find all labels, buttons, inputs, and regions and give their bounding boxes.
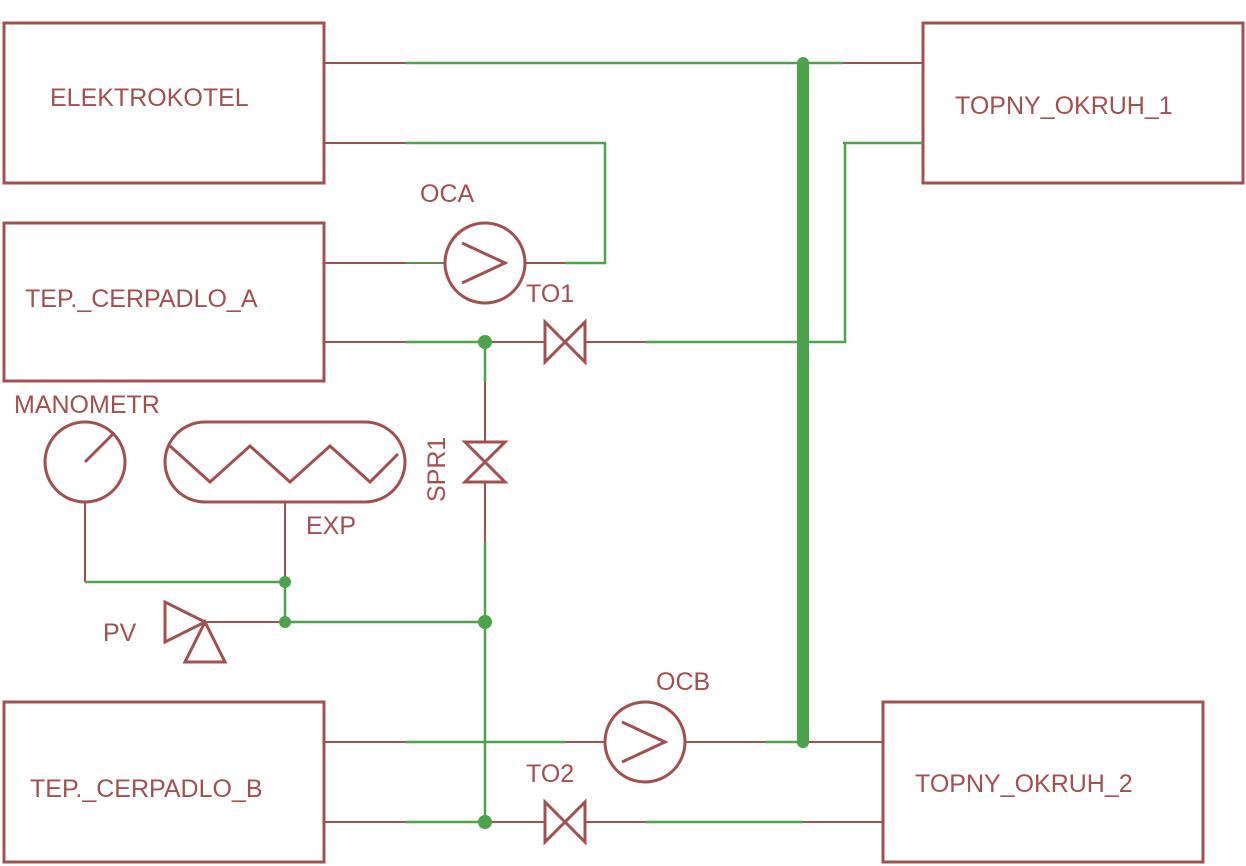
valve-to1-icon: TO1 xyxy=(526,280,587,366)
safety-valve-pv-icon: PV xyxy=(103,599,228,664)
topny-okruh-1-block: TOPNY_OKRUH_1 xyxy=(921,21,1245,185)
exp-label: EXP xyxy=(306,512,356,540)
junction-dot xyxy=(478,615,492,629)
topny-okruh-1-label: TOPNY_OKRUH_1 xyxy=(955,92,1173,120)
manometer-icon: MANOMETR xyxy=(14,391,160,504)
junctions xyxy=(279,335,809,829)
tep-cerpadlo-a-label: TEP._CERPADLO_A xyxy=(25,285,258,313)
junction-dot xyxy=(478,335,492,349)
pump-ocb-icon: OCB xyxy=(603,668,710,784)
elektrokotel-block: ELEKTROKOTEL xyxy=(2,21,326,185)
tep-cerpadlo-a-block: TEP._CERPADLO_A xyxy=(2,221,326,383)
junction-dot xyxy=(797,736,809,748)
spr1-label: SPR1 xyxy=(423,437,451,502)
to1-label: TO1 xyxy=(526,280,574,308)
tep-cerpadlo-b-block: TEP._CERPADLO_B xyxy=(2,700,326,864)
tep-cerpadlo-b-label: TEP._CERPADLO_B xyxy=(30,775,263,803)
junction-dot xyxy=(279,616,291,628)
elektrokotel-label: ELEKTROKOTEL xyxy=(50,84,249,112)
topny-okruh-2-label: TOPNY_OKRUH_2 xyxy=(915,770,1133,798)
valve-to2-icon: TO2 xyxy=(526,760,587,846)
manometr-label: MANOMETR xyxy=(14,391,160,419)
oca-label: OCA xyxy=(420,180,475,208)
to2-label: TO2 xyxy=(526,760,574,788)
valve-spr1-icon: SPR1 xyxy=(423,437,509,502)
ocb-label: OCB xyxy=(656,668,710,696)
wires xyxy=(85,61,923,824)
expansion-tank-icon: EXP xyxy=(163,420,407,540)
junction-dot xyxy=(478,815,492,829)
topny-okruh-2-block: TOPNY_OKRUH_2 xyxy=(881,700,1205,864)
pump-oca-icon: OCA xyxy=(420,180,527,305)
junction-dot xyxy=(279,576,291,588)
pv-label: PV xyxy=(103,619,137,647)
